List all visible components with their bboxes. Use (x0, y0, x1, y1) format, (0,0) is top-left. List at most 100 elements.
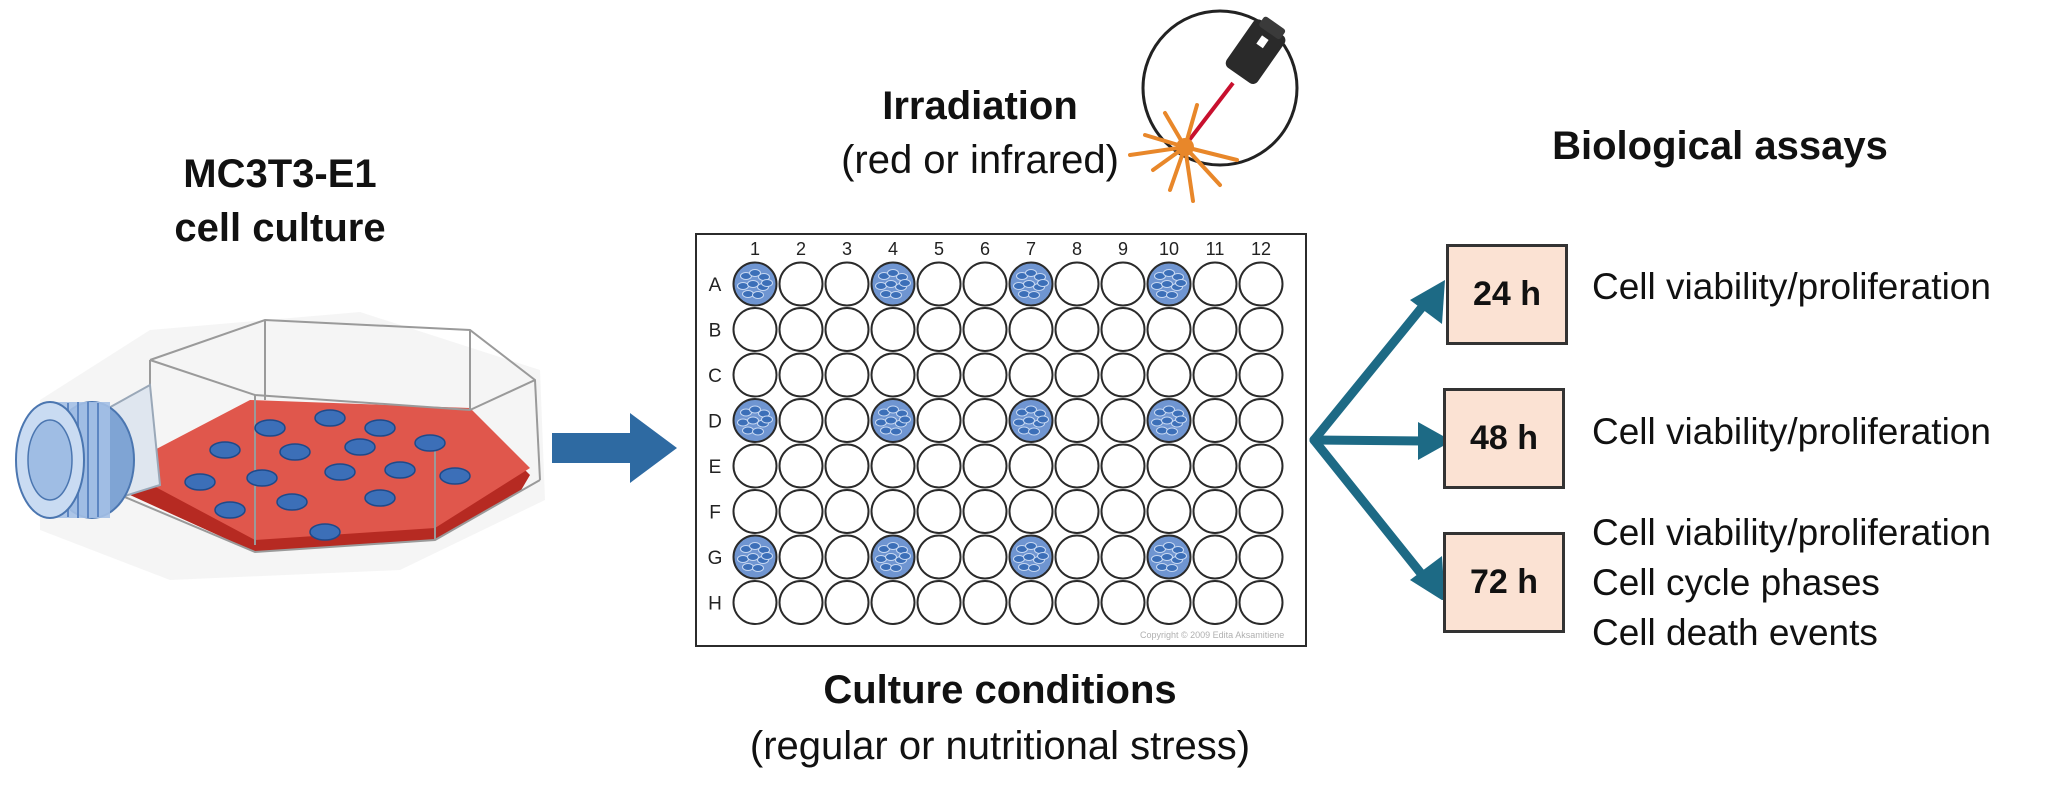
empty-well (732, 489, 778, 534)
empty-well (1008, 307, 1054, 352)
empty-well (778, 443, 824, 489)
empty-well (732, 352, 778, 398)
empty-well (1008, 352, 1054, 398)
empty-well (1054, 534, 1100, 580)
assay-72h-item-1: Cell viability/proliferation (1592, 512, 1991, 553)
empty-well (778, 352, 824, 398)
assay-72h-item-2: Cell cycle phases (1592, 562, 1880, 603)
empty-well (1100, 534, 1146, 580)
empty-well (824, 398, 870, 443)
empty-well (824, 261, 870, 307)
empty-well (732, 580, 778, 625)
plate-row-label: E (709, 457, 722, 478)
empty-well (916, 580, 962, 625)
flask-title-line1: MC3T3-E1 (183, 152, 377, 196)
empty-well (962, 580, 1008, 625)
assay-24h-item-1: Cell viability/proliferation (1592, 266, 1991, 307)
empty-well (1100, 580, 1146, 625)
empty-well (1192, 352, 1238, 398)
empty-well (778, 489, 824, 534)
plate-column-label: 11 (1206, 239, 1225, 259)
culture-subtitle: (regular or nutritional stress) (749, 724, 1251, 768)
empty-well (778, 534, 824, 580)
seeded-well (732, 261, 778, 307)
plate-column-label: 4 (888, 239, 898, 259)
empty-well (962, 261, 1008, 307)
empty-well (1192, 580, 1238, 625)
seeded-well (1146, 398, 1192, 443)
plate-copyright: Copyright © 2009 Edita Aksamitiene (1140, 630, 1285, 640)
empty-well (1100, 307, 1146, 352)
empty-well (1054, 398, 1100, 443)
empty-well (962, 443, 1008, 489)
plate-row-label: C (708, 366, 722, 387)
seeded-well (732, 398, 778, 443)
empty-well (1054, 580, 1100, 625)
empty-well (1192, 261, 1238, 307)
empty-well (778, 261, 824, 307)
empty-well (1146, 489, 1192, 534)
assays-title: Biological assays (1552, 124, 1888, 168)
empty-well (1008, 489, 1054, 534)
seeded-well (1008, 534, 1054, 580)
plate-column-label: 8 (1072, 239, 1082, 259)
empty-well (962, 489, 1008, 534)
plate-row-label: A (709, 275, 722, 296)
empty-well (1054, 352, 1100, 398)
empty-well (1146, 352, 1192, 398)
empty-well (916, 534, 962, 580)
timepoint-24h-box: 24 h (1446, 244, 1568, 345)
empty-well (870, 443, 916, 489)
empty-well (916, 307, 962, 352)
empty-well (1146, 580, 1192, 625)
plate-row-label: F (709, 503, 721, 524)
empty-well (962, 534, 1008, 580)
plate-column-label: 12 (1251, 239, 1271, 259)
empty-well (824, 534, 870, 580)
empty-well (1238, 534, 1284, 580)
laser-beam (1185, 81, 1235, 145)
culture-flask-illustration (15, 312, 545, 580)
empty-well (1238, 443, 1284, 489)
empty-well (824, 443, 870, 489)
empty-well (778, 580, 824, 625)
empty-well (1008, 443, 1054, 489)
empty-well (1054, 307, 1100, 352)
plate-column-label: 7 (1026, 239, 1036, 259)
empty-well (962, 352, 1008, 398)
seeded-well (870, 398, 916, 443)
flask-cells (184, 409, 471, 541)
empty-well (824, 489, 870, 534)
plate-column-label: 3 (842, 239, 852, 259)
empty-well (870, 307, 916, 352)
plate-column-label: 5 (934, 239, 944, 259)
culture-title: Culture conditions (823, 668, 1177, 712)
laser-illustration (1128, 9, 1299, 203)
empty-well (1192, 534, 1238, 580)
empty-well (1238, 352, 1284, 398)
laser-circle (1141, 9, 1299, 167)
empty-well (1238, 261, 1284, 307)
assay-72h-item-3: Cell death events (1592, 612, 1878, 653)
seeded-well (1146, 534, 1192, 580)
plate-row-label: H (708, 594, 722, 615)
empty-well (1192, 489, 1238, 534)
empty-well (1146, 443, 1192, 489)
flask-cap (15, 401, 135, 519)
plate-row-label: B (709, 321, 722, 342)
empty-well (1238, 489, 1284, 534)
empty-well (1008, 580, 1054, 625)
seeded-well (1146, 261, 1192, 307)
empty-well (1054, 261, 1100, 307)
empty-well (962, 398, 1008, 443)
empty-well (870, 489, 916, 534)
empty-well (824, 307, 870, 352)
branch-arrows (1309, 280, 1452, 600)
assay-48h-item-1: Cell viability/proliferation (1592, 411, 1991, 452)
empty-well (1192, 443, 1238, 489)
empty-well (1054, 489, 1100, 534)
plate-column-label: 2 (796, 239, 806, 259)
empty-well (1238, 580, 1284, 625)
